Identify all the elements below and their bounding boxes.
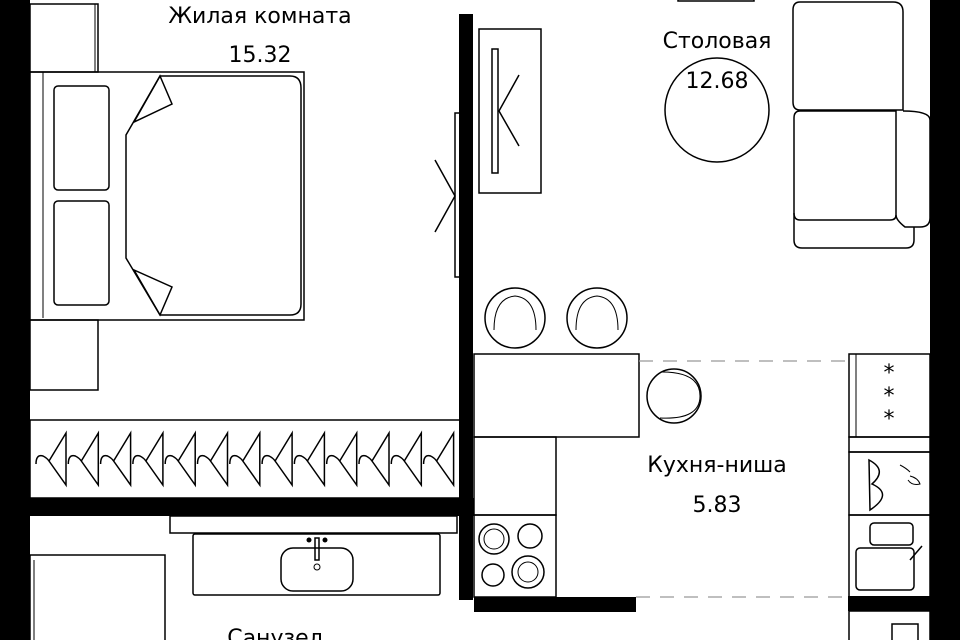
- bathroom: Санузел: [29, 515, 931, 640]
- hanger-icon: [132, 430, 164, 488]
- svg-text:*: *: [884, 407, 895, 432]
- room-name-dining: Столовая: [663, 29, 772, 54]
- hanger-icon: [390, 430, 423, 488]
- hanger-icon: [67, 430, 100, 488]
- bathtub: [29, 554, 166, 640]
- hanger-icon: [261, 430, 293, 488]
- kitchen-niche: * * * Кухня-ниша 5.83: [473, 353, 931, 598]
- bed: [53, 74, 302, 317]
- tv-stand: [434, 112, 462, 278]
- hanger-icon: [196, 430, 229, 488]
- hanger-icon: [229, 430, 261, 488]
- svg-text:*: *: [884, 361, 895, 386]
- hanger-icon: [422, 430, 455, 488]
- dishwasher: [848, 451, 931, 516]
- hanger-icon: [164, 430, 196, 488]
- bedroom: Жилая комната 15.32: [29, 3, 462, 499]
- wardrobe: [29, 419, 461, 499]
- sofa: [792, 1, 931, 249]
- room-area-kitchen: 5.83: [693, 493, 742, 518]
- room-name-kitchen: Кухня-ниша: [647, 453, 787, 478]
- hanger-icon: [325, 430, 358, 488]
- washbasin: [280, 547, 354, 592]
- hanger-icon: [99, 430, 132, 488]
- dining-room: Столовая 12.68: [478, 0, 931, 349]
- bar-stools: [484, 287, 628, 349]
- sink: [848, 514, 931, 598]
- hanger-icon: [293, 430, 326, 488]
- dining-table: [664, 57, 770, 163]
- room-area-dining: 12.68: [686, 69, 749, 94]
- washing-machine: [848, 610, 931, 640]
- bar-counter: [473, 353, 640, 438]
- hanger-icon: [35, 430, 67, 488]
- cooktop: [473, 514, 557, 598]
- svg-text:*: *: [884, 384, 895, 409]
- room-name-living: Жилая комната: [168, 4, 351, 29]
- room-name-bathroom: Санузел: [227, 626, 323, 640]
- hanger-icon: [358, 430, 390, 488]
- room-area-living: 15.32: [229, 43, 292, 68]
